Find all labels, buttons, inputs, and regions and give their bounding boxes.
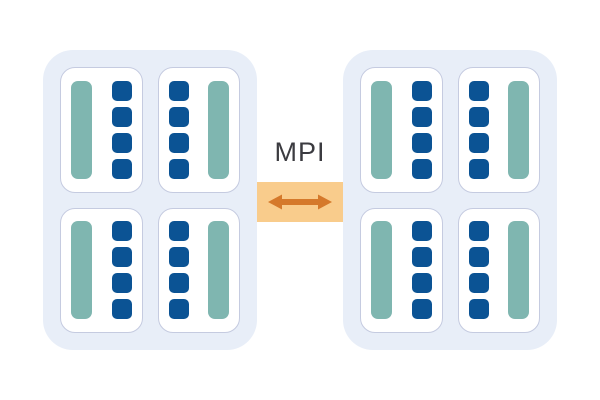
core-square [411,221,432,242]
core-column [468,221,489,320]
core-square [411,80,432,101]
core-square [111,299,132,320]
cpu-card [60,207,143,333]
teal-bar [71,80,92,179]
core-square [168,299,189,320]
core-square [111,106,132,127]
cpu-card [157,207,240,333]
core-square [168,132,189,153]
cpu-card [157,67,240,193]
core-square [111,221,132,242]
teal-bar [208,80,229,179]
core-square [411,247,432,268]
core-square [168,106,189,127]
core-square [468,158,489,179]
teal-bar [508,80,529,179]
core-square [111,158,132,179]
core-square [168,221,189,242]
mpi-label: MPI [274,137,326,167]
core-square [468,221,489,242]
core-square [111,247,132,268]
core-column [111,221,132,320]
core-square [168,247,189,268]
mpi-link-band [257,182,343,222]
core-square [111,273,132,294]
core-square [168,273,189,294]
core-square [468,106,489,127]
core-square [411,299,432,320]
core-square [468,132,489,153]
core-column [411,221,432,320]
core-column [168,221,189,320]
core-square [411,273,432,294]
teal-bar [208,221,229,320]
core-square [411,132,432,153]
cpu-card [360,67,443,193]
core-square [168,158,189,179]
double-arrow-icon [267,193,333,211]
node-right [343,50,557,350]
teal-bar [71,221,92,320]
teal-bar [371,80,392,179]
cpu-card [60,67,143,193]
core-square [468,299,489,320]
core-square [168,80,189,101]
cpu-card [457,67,540,193]
core-column [411,80,432,179]
core-column [468,80,489,179]
core-square [411,158,432,179]
core-square [111,132,132,153]
core-square [411,106,432,127]
core-square [468,247,489,268]
core-column [168,80,189,179]
cpu-card [360,207,443,333]
cpu-card [457,207,540,333]
teal-bar [508,221,529,320]
core-square [468,273,489,294]
core-square [111,80,132,101]
core-square [468,80,489,101]
core-column [111,80,132,179]
teal-bar [371,221,392,320]
node-left [43,50,257,350]
